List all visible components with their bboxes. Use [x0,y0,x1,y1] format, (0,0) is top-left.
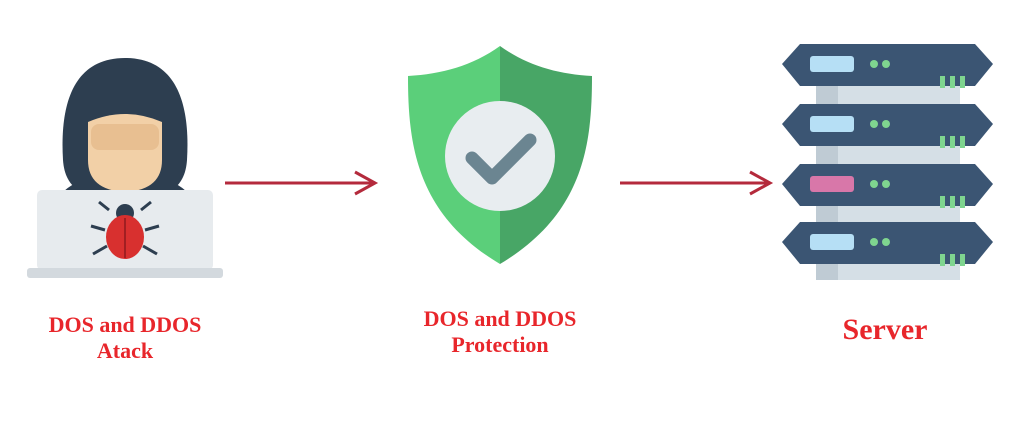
server-rack-icon [782,44,993,280]
server-unit-3 [782,164,993,208]
attacker-label: DOS and DDOS Atack [0,312,250,365]
protection-label-line1: DOS and DDOS [423,306,577,331]
attacker-label-line2: Atack [96,338,154,364]
check-circle [445,101,555,211]
protection-label: DOS and DDOS Protection [375,306,625,359]
server-label: Server [780,312,990,348]
check-mark-icon [465,133,537,185]
arrow-protection-to-server [620,170,774,196]
server-unit-2 [782,104,993,148]
arrow-attack-to-protection [225,170,379,196]
laptop-base [27,268,223,278]
bug-icon [90,200,160,259]
server-unit-1 [782,44,993,88]
server-label-text: Server [842,313,928,346]
server-unit-4 [782,222,993,266]
protection-label-line2: Protection [451,332,549,358]
shield-check-icon [408,46,592,264]
attacker-label-line1: DOS and DDOS [48,312,202,337]
hacker-laptop-icon [27,58,223,278]
